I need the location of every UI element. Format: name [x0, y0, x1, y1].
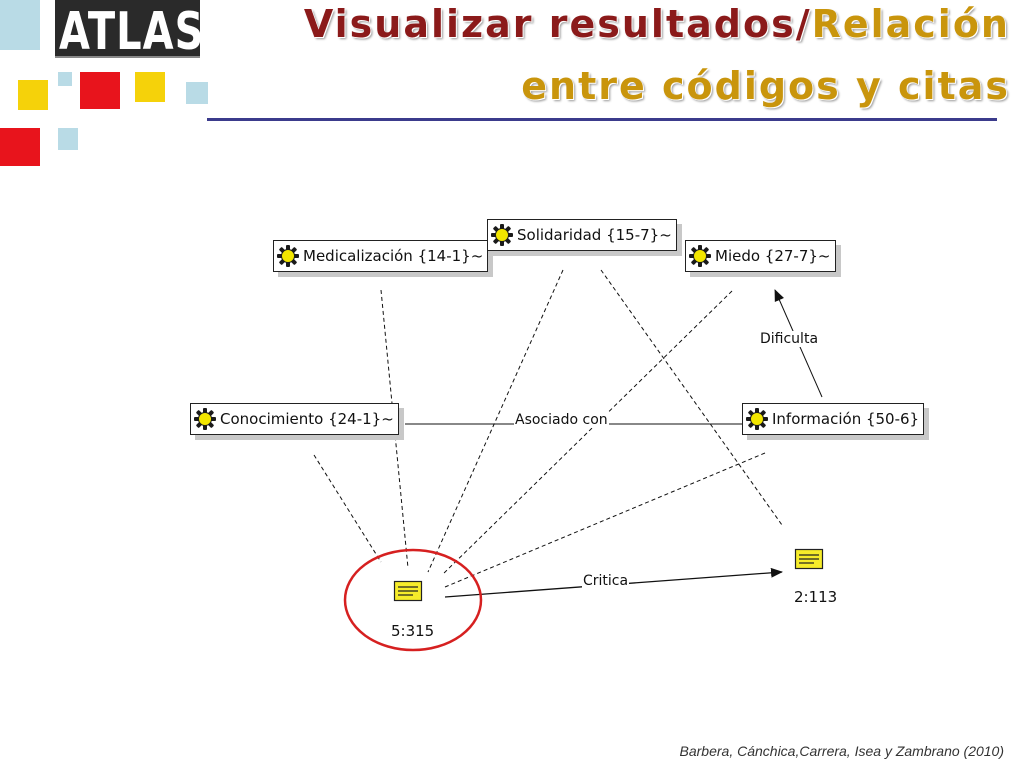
- link-conocimiento-q1: [313, 454, 382, 563]
- link-medicalizacion-q1: [380, 289, 409, 569]
- relation-label-asociado: Asociado con: [514, 412, 609, 428]
- atlas-ti-logo: ATLAS.ti: [55, 0, 254, 62]
- decor-square: [80, 72, 120, 109]
- code-label: Miedo {27-7}~: [715, 247, 831, 265]
- quotation-label-q1: 5:315: [391, 622, 435, 640]
- quotation-icon[interactable]: [794, 548, 824, 570]
- decor-square: [58, 128, 78, 150]
- title-part2: Relación: [811, 2, 1010, 46]
- link-solidaridad-q2: [600, 269, 783, 526]
- logo-text: ATLAS.ti: [59, 2, 256, 62]
- code-node-conocimiento[interactable]: Conocimiento {24-1}~: [190, 403, 399, 435]
- code-node-medicalizacion[interactable]: Medicalización {14-1}~: [273, 240, 489, 272]
- code-node-miedo[interactable]: Miedo {27-7}~: [685, 240, 836, 272]
- link-informacion-q1: [444, 452, 766, 588]
- link-miedo-q1: [441, 290, 733, 576]
- credit-text: Barbera, Cánchica,Carrera, Isea y Zambra…: [679, 743, 1004, 759]
- code-label: Solidaridad {15-7}~: [517, 226, 672, 244]
- relation-label-dificulta: Dificulta: [759, 331, 820, 347]
- code-label: Información {50-6}: [772, 410, 920, 428]
- highlight-circle: [343, 548, 483, 652]
- quotation-label-q2: 2:113: [794, 588, 838, 606]
- decor-square: [58, 72, 72, 86]
- code-label: Medicalización {14-1}~: [303, 247, 484, 265]
- code-icon: [194, 408, 216, 430]
- code-icon: [689, 245, 711, 267]
- decor-square: [186, 82, 208, 104]
- title-rule: [207, 118, 997, 121]
- decor-square: [0, 0, 40, 50]
- code-label: Conocimiento {24-1}~: [220, 410, 394, 428]
- slide-title-line2: entre códigos y citas: [521, 64, 1010, 108]
- code-icon: [746, 408, 768, 430]
- decor-square: [135, 72, 165, 102]
- title-part1: Visualizar resultados/: [303, 2, 812, 46]
- code-icon: [277, 245, 299, 267]
- decor-square: [0, 128, 40, 166]
- code-icon: [491, 224, 513, 246]
- link-solidaridad-q1: [427, 269, 564, 573]
- slide-title-line1: Visualizar resultados/Relación: [304, 2, 1010, 46]
- relation-label-critica: Critica: [582, 573, 630, 589]
- code-node-solidaridad[interactable]: Solidaridad {15-7}~: [487, 219, 677, 251]
- quotation-icon[interactable]: [393, 580, 423, 602]
- code-node-informacion[interactable]: Información {50-6}: [742, 403, 925, 435]
- decor-square: [18, 80, 48, 110]
